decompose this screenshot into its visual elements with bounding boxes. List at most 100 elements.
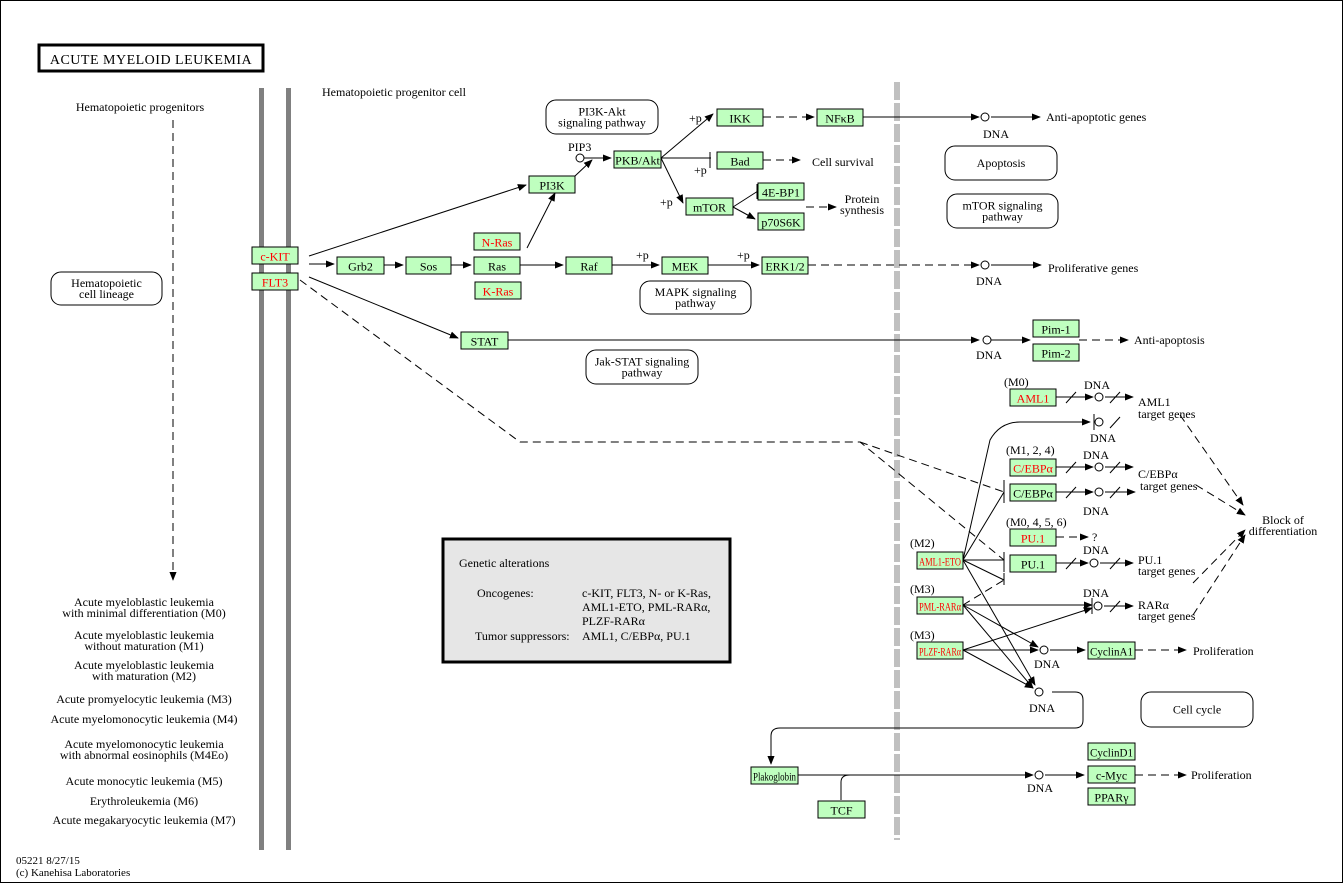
gene-label: Grb2 bbox=[348, 260, 373, 274]
pathway-link-cell-cycle[interactable]: Cell cycle bbox=[1140, 691, 1254, 728]
edge bbox=[962, 559, 1005, 581]
gene-label: c-Myc bbox=[1096, 769, 1127, 783]
gene-tcf[interactable]: TCF bbox=[817, 800, 866, 819]
gene-label: PML-RARα bbox=[919, 600, 961, 614]
gene-cyclind1[interactable]: CyclinD1 bbox=[1087, 742, 1136, 761]
gene-label: PPARγ bbox=[1094, 791, 1129, 805]
gene-raf[interactable]: Raf bbox=[565, 256, 613, 275]
aml-subtype: Acute monocytic leukemia (M5) bbox=[66, 774, 223, 788]
gene-pparg[interactable]: PPARγ bbox=[1087, 787, 1136, 806]
gene-pim1[interactable]: Pim-1 bbox=[1032, 319, 1080, 338]
gene-aml1[interactable]: AML1 bbox=[1009, 388, 1057, 407]
gene-sos[interactable]: Sos bbox=[405, 256, 452, 275]
edge bbox=[859, 441, 1005, 493]
gene-pmlrara[interactable]: PML-RARα bbox=[916, 596, 964, 615]
gene-p70[interactable]: p70S6K bbox=[757, 212, 805, 231]
gene-pim2[interactable]: Pim-2 bbox=[1032, 343, 1080, 362]
gene-label: PLZF-RARα bbox=[919, 645, 961, 659]
gene-pu1[interactable]: PU.1 bbox=[1009, 554, 1057, 573]
gene-label: AML1 bbox=[1017, 392, 1050, 406]
gene-label: TCF bbox=[830, 804, 852, 818]
gene-label: p70S6K bbox=[761, 216, 801, 230]
gene-label: Ras bbox=[488, 260, 506, 274]
pathway-label: pathway bbox=[675, 296, 716, 310]
genetic-alterations-legend: Genetic alterations Oncogenes: c-KIT, FL… bbox=[441, 537, 732, 664]
gene-ebp1[interactable]: 4E-BP1 bbox=[757, 182, 805, 201]
dna-label: DNA bbox=[1084, 378, 1110, 392]
legend-heading: Genetic alterations bbox=[459, 556, 550, 570]
mutation-slash bbox=[1065, 391, 1077, 404]
gene-cmyc[interactable]: c-Myc bbox=[1087, 765, 1136, 784]
legend-suppressors: AML1, C/EBPα, PU.1 bbox=[582, 629, 691, 643]
dna-label: DNA bbox=[1083, 543, 1109, 557]
edge bbox=[732, 206, 756, 220]
gene-mek[interactable]: MEK bbox=[661, 256, 709, 275]
gene-pu1_m[interactable]: PU.1 bbox=[1009, 528, 1057, 547]
edge bbox=[574, 159, 593, 177]
rara-target-label-1: RARα bbox=[1138, 598, 1170, 612]
pathway-label: Hematopoietic bbox=[71, 276, 142, 290]
dna-node bbox=[1093, 601, 1103, 611]
cell-membrane-inner bbox=[286, 88, 291, 850]
gene-label: mTOR bbox=[693, 201, 726, 215]
gene-cebpa_m[interactable]: C/EBPα bbox=[1009, 458, 1057, 477]
gene-ckit[interactable]: c-KIT bbox=[251, 246, 299, 265]
gene-label: PU.1 bbox=[1021, 558, 1045, 572]
legend-oncogenes-1: c-KIT, FLT3, N- or K-Ras, bbox=[582, 586, 711, 600]
gene-bad[interactable]: Bad bbox=[716, 151, 764, 170]
pu1-target-label-1: PU.1 bbox=[1138, 553, 1162, 567]
proliferation-label-2: Proliferation bbox=[1191, 768, 1252, 782]
dna-node bbox=[1094, 462, 1104, 472]
gene-aml1eto[interactable]: AML1-ETO bbox=[916, 551, 964, 570]
pathway-label: mTOR signaling bbox=[962, 199, 1042, 213]
edges bbox=[299, 113, 1246, 800]
edge bbox=[767, 691, 1084, 765]
gene-ras[interactable]: Ras bbox=[473, 256, 521, 275]
pathway-label: pathway bbox=[622, 366, 663, 380]
gene-ikk[interactable]: IKK bbox=[716, 108, 764, 127]
phospho-label: +p bbox=[689, 111, 702, 125]
pathway-label: Apoptosis bbox=[977, 156, 1026, 170]
aml-subtype: Acute myelomonocytic leukemia bbox=[64, 737, 224, 751]
legend-suppressors-label: Tumor suppressors: bbox=[475, 629, 570, 643]
gene-nfkb[interactable]: NFκB bbox=[816, 108, 864, 127]
dna-label: DNA bbox=[1083, 448, 1109, 462]
gene-stat[interactable]: STAT bbox=[460, 331, 509, 350]
pathway-link-apoptosis[interactable]: Apoptosis bbox=[944, 145, 1058, 181]
edge bbox=[962, 649, 1034, 689]
phospho-label: +p bbox=[636, 248, 649, 262]
gene-label: Bad bbox=[730, 155, 749, 169]
gene-kras[interactable]: K-Ras bbox=[474, 281, 522, 300]
page-title: ACUTE MYELOID LEUKEMIA bbox=[50, 53, 253, 68]
gene-plzfrara[interactable]: PLZF-RARα bbox=[916, 641, 964, 660]
edge bbox=[840, 774, 851, 800]
aml-subtype: with abnormal eosinophils (M4Eo) bbox=[60, 748, 228, 762]
gene-pi3k[interactable]: PI3K bbox=[528, 175, 576, 194]
gene-nras[interactable]: N-Ras bbox=[473, 232, 521, 251]
dna-label: DNA bbox=[976, 348, 1002, 362]
edge bbox=[1195, 484, 1246, 516]
edge bbox=[308, 276, 459, 339]
gene-akt[interactable]: PKB/Akt bbox=[613, 150, 662, 169]
gene-cyclina1[interactable]: CyclinA1 bbox=[1087, 641, 1136, 660]
gene-erk[interactable]: ERK1/2 bbox=[761, 256, 809, 275]
gene-mtor[interactable]: mTOR bbox=[685, 197, 734, 216]
pathway-label: PI3K-Akt bbox=[578, 105, 626, 119]
gene-pkg[interactable]: Plakoglobin bbox=[750, 766, 799, 785]
gene-grb2[interactable]: Grb2 bbox=[336, 256, 385, 275]
gene-label: IKK bbox=[729, 112, 751, 126]
protein-synthesis-label-1: Protein bbox=[845, 192, 880, 206]
phospho-label: +p bbox=[660, 195, 673, 209]
gene-cebpa[interactable]: C/EBPα bbox=[1009, 483, 1057, 502]
pip3-label: PIP3 bbox=[568, 140, 591, 154]
gene-label: K-Ras bbox=[483, 285, 514, 299]
gene-flt3[interactable]: FLT3 bbox=[251, 272, 299, 291]
